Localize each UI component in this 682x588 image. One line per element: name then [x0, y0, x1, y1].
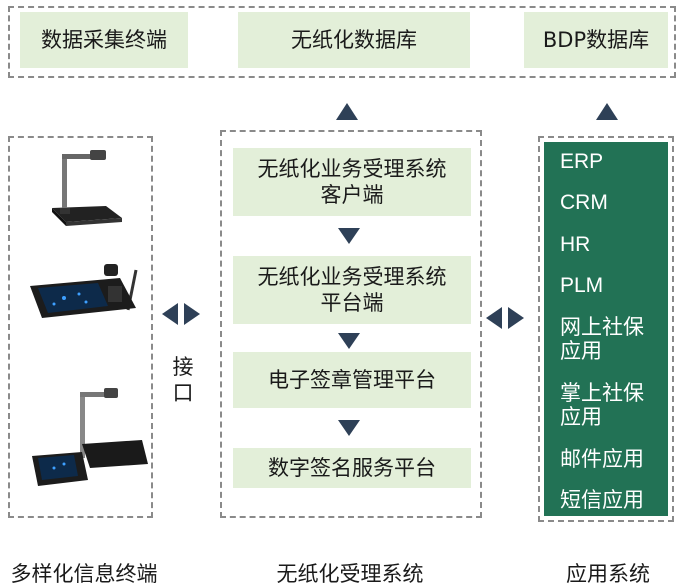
app-online-social-security-line2: 应用 — [560, 340, 602, 363]
terminal-container — [8, 136, 153, 518]
digital-signature-platform-box: 数字签名服务平台 — [233, 448, 471, 488]
data-collection-terminal-box: 数据采集终端 — [20, 12, 188, 68]
platform-box: 无纸化业务受理系统 平台端 — [233, 256, 471, 324]
app-email: 邮件应用 — [560, 448, 644, 471]
app-hr: HR — [560, 233, 591, 256]
data-collection-terminal-label: 数据采集终端 — [41, 27, 167, 52]
arrow-down-3-icon — [338, 420, 360, 436]
app-mobile-social-security: 掌上社保 — [560, 382, 644, 405]
application-systems-panel: ERP CRM HR PLM 网上社保 应用 掌上社保 应用 邮件应用 短信应用 — [538, 136, 674, 522]
bdp-database-label: BDP数据库 — [542, 27, 650, 52]
app-erp: ERP — [560, 150, 604, 173]
arrow-down-2-icon — [338, 333, 360, 349]
acceptance-system-container — [220, 130, 482, 518]
app-sms: 短信应用 — [560, 489, 644, 512]
arrow-up-right-icon — [596, 103, 618, 120]
arrow-right-icon — [184, 303, 200, 325]
top-container — [8, 6, 676, 78]
interface-label: 接 口 — [172, 355, 194, 405]
document-camera-icon — [52, 150, 122, 226]
acceptance-system-caption: 无纸化受理系统 — [276, 562, 424, 586]
arrow-left-icon — [162, 303, 178, 325]
app-plm: PLM — [560, 274, 604, 297]
application-system-caption: 应用系统 — [566, 562, 650, 586]
e-seal-platform-box: 电子签章管理平台 — [233, 352, 471, 408]
app-mobile-social-security-line2: 应用 — [560, 406, 602, 429]
camera-tablet-combo-icon — [32, 388, 148, 486]
signature-tablet-icon — [30, 264, 138, 318]
client-box: 无纸化业务受理系统 客户端 — [233, 148, 471, 216]
app-crm: CRM — [560, 191, 608, 214]
bdp-database-box: BDP数据库 — [524, 12, 668, 68]
arrow-right-2-icon — [508, 307, 524, 329]
arrow-left-2-icon — [486, 307, 502, 329]
terminal-caption: 多样化信息终端 — [10, 562, 158, 586]
arrow-down-1-icon — [338, 228, 360, 244]
app-online-social-security: 网上社保 — [560, 316, 644, 339]
paperless-database-label: 无纸化数据库 — [291, 27, 417, 52]
arrow-up-middle-icon — [336, 103, 358, 120]
paperless-database-box: 无纸化数据库 — [238, 12, 470, 68]
